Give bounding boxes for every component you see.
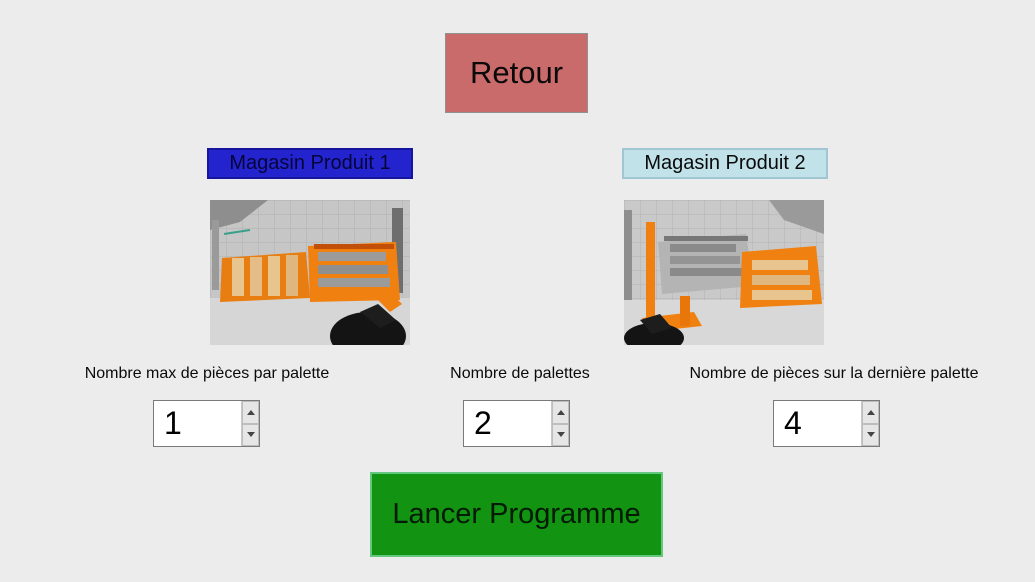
pieces-last-palette-spin-controls: [861, 401, 879, 446]
pieces-last-palette-value[interactable]: 4: [784, 405, 802, 441]
palettes-count-spin-up-button[interactable]: [552, 401, 569, 424]
palettes-count-input[interactable]: 2: [463, 400, 570, 447]
pieces-max-spin-down-button[interactable]: [242, 423, 259, 446]
retour-button[interactable]: Retour: [445, 33, 588, 113]
chevron-down-icon: [246, 432, 255, 438]
lancer-programme-button[interactable]: Lancer Programme: [370, 472, 663, 557]
pieces-max-spin-up-button[interactable]: [242, 401, 259, 424]
pieces-last-palette-spin-up-button[interactable]: [862, 401, 879, 424]
chevron-down-icon: [866, 432, 875, 438]
chevron-down-icon: [556, 432, 565, 438]
magasin-2-3d-view-image: [624, 200, 824, 345]
chevron-up-icon: [246, 409, 255, 415]
pieces-max-value[interactable]: 1: [164, 405, 182, 441]
pieces-last-palette-input[interactable]: 4: [773, 400, 880, 447]
palettes-count-value[interactable]: 2: [474, 405, 492, 441]
magasin-1-3d-view-image: [210, 200, 410, 345]
magasin-produit-1-label: Magasin Produit 1: [207, 148, 413, 179]
magasin-produit-2-label: Magasin Produit 2: [622, 148, 828, 179]
chevron-up-icon: [556, 409, 565, 415]
pieces-max-label: Nombre max de pièces par palette: [84, 365, 330, 382]
pieces-last-palette-label: Nombre de pièces sur la dernière palette: [689, 365, 979, 382]
palettes-count-spin-controls: [551, 401, 569, 446]
pieces-max-input[interactable]: 1: [153, 400, 260, 447]
chevron-up-icon: [866, 409, 875, 415]
pieces-last-palette-spin-down-button[interactable]: [862, 423, 879, 446]
magasin-1-preview-image: [210, 200, 410, 345]
palettes-count-spin-down-button[interactable]: [552, 423, 569, 446]
palettes-count-label: Nombre de palettes: [450, 365, 590, 382]
pieces-max-spin-controls: [241, 401, 259, 446]
magasin-2-preview-image: [624, 200, 824, 345]
